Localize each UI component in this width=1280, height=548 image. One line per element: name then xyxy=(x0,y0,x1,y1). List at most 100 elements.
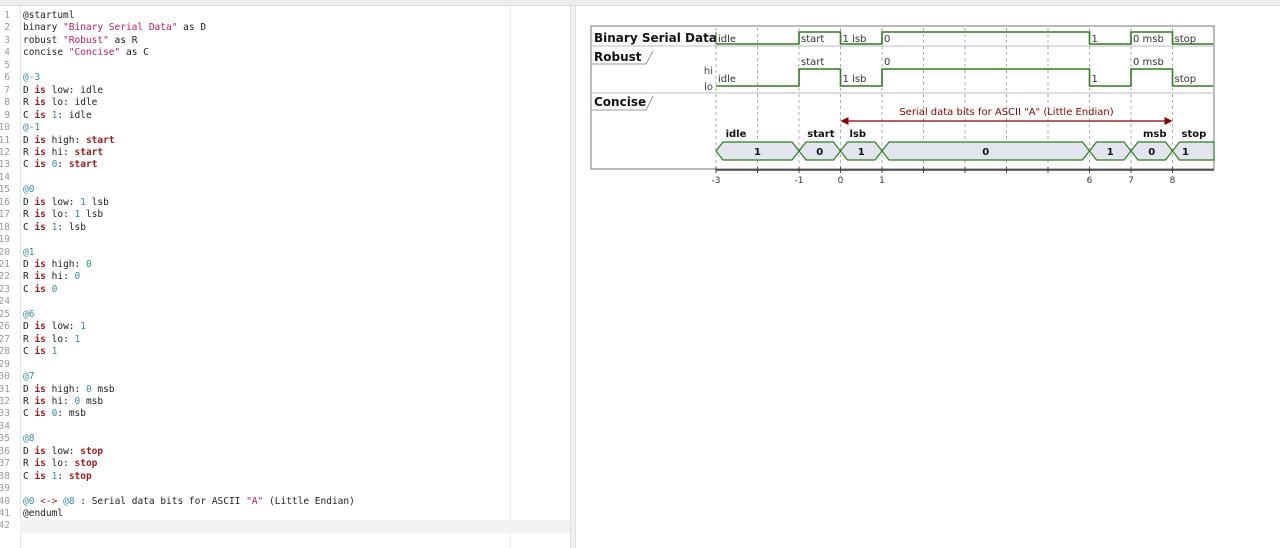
line-number: 1 xyxy=(4,10,10,21)
code-token: is xyxy=(34,321,46,333)
concise-value-text: 1 xyxy=(1107,147,1114,158)
line-number: 32 xyxy=(0,395,10,407)
code-line[interactable]: @0 xyxy=(23,184,34,196)
code-token: C xyxy=(23,159,35,171)
code-line[interactable]: C is 0 xyxy=(23,284,57,296)
code-token: 1 xyxy=(51,109,58,121)
code-token: is xyxy=(34,333,46,345)
code-token: R xyxy=(23,458,35,470)
code-token: is xyxy=(34,84,46,96)
code-token: @7 xyxy=(23,371,35,383)
binary-segment-label: 0 xyxy=(884,34,890,45)
line-number: 14 xyxy=(0,171,10,183)
code-line[interactable]: D is low: idle xyxy=(23,85,103,97)
code-token: stop xyxy=(68,470,92,482)
code-token: @-3 xyxy=(23,72,41,84)
code-token: 1 xyxy=(74,333,81,345)
code-token: "Binary Serial Data" xyxy=(63,22,178,34)
code-line[interactable]: D is high: 0 msb xyxy=(23,384,115,396)
code-line[interactable]: @6 xyxy=(23,309,34,321)
line-number: 24 xyxy=(0,296,10,308)
line-number: 41 xyxy=(0,508,10,519)
code-line[interactable]: C is 1: stop xyxy=(23,471,92,483)
binary-segment-label: start xyxy=(801,34,824,45)
code-line[interactable]: C is 1: idle xyxy=(23,110,92,122)
code-token: @0 xyxy=(23,184,35,196)
robust-segment-label: start xyxy=(801,57,824,68)
code-line[interactable]: @7 xyxy=(23,371,34,383)
robust-signal-waveform xyxy=(716,68,1214,87)
code-line[interactable]: R is lo: idle xyxy=(23,97,97,109)
line-number: 21 xyxy=(0,259,10,270)
diagram-frame xyxy=(590,25,1215,170)
code-token: 1 xyxy=(74,209,81,221)
code-line[interactable]: R is lo: 1 xyxy=(23,334,80,346)
code-token: @-1 xyxy=(23,122,41,134)
code-line[interactable]: R is hi: 0 xyxy=(23,271,80,283)
code-line[interactable]: R is lo: stop xyxy=(23,458,97,470)
pane-splitter[interactable] xyxy=(570,6,576,548)
code-line[interactable]: C is 0: start xyxy=(23,159,97,171)
code-line[interactable]: C is 0: msb xyxy=(23,408,86,420)
code-line[interactable]: robust "Robust" as R xyxy=(23,35,137,47)
code-token: is xyxy=(34,283,46,295)
code-line[interactable]: C is 1: lsb xyxy=(23,222,86,234)
code-token: R xyxy=(23,395,35,407)
code-token: is xyxy=(34,159,46,171)
binary-segment-label: 0 msb xyxy=(1133,34,1164,45)
code-line[interactable]: D is low: stop xyxy=(23,446,103,458)
line-number: 22 xyxy=(0,271,10,283)
code-line[interactable]: @0 <-> @8 : Serial data bits for ASCII "… xyxy=(23,496,355,508)
code-token: is xyxy=(34,196,46,208)
code-token: 0 xyxy=(85,259,92,270)
concise-state-label: msb xyxy=(1143,129,1167,140)
line-number: 4 xyxy=(4,47,10,59)
line-number: 8 xyxy=(4,97,10,109)
code-line[interactable]: @-3 xyxy=(23,72,40,84)
code-line[interactable]: C is 1 xyxy=(23,346,57,358)
concise-value-text: 1 xyxy=(754,147,761,158)
code-line[interactable]: D is high: 0 xyxy=(23,259,92,271)
code-token: : xyxy=(57,159,69,171)
code-line[interactable]: D is high: start xyxy=(23,135,115,147)
code-token: is xyxy=(34,458,46,470)
code-token: as C xyxy=(120,47,149,59)
code-token: lo: xyxy=(45,209,75,221)
code-token: lo: idle xyxy=(45,97,98,109)
code-line[interactable]: @startuml xyxy=(23,10,74,22)
code-line[interactable]: R is hi: start xyxy=(23,147,103,159)
code-token: @8 xyxy=(63,495,75,507)
binary-signal-waveform xyxy=(716,31,1214,45)
code-line[interactable]: concise "Concise" as C xyxy=(23,47,149,59)
code-token: 1 xyxy=(80,196,86,208)
code-line[interactable]: @8 xyxy=(23,433,34,445)
code-line[interactable]: D is low: 1 lsb xyxy=(23,197,109,209)
code-token: is xyxy=(34,259,46,270)
code-line[interactable]: @enduml xyxy=(23,508,63,520)
code-token: : msb xyxy=(57,408,86,420)
code-line[interactable]: @-1 xyxy=(23,122,40,134)
code-token: low: xyxy=(45,196,81,208)
concise-value-box xyxy=(1171,141,1215,161)
code-token: is xyxy=(34,445,46,457)
code-token: @startuml xyxy=(23,10,75,21)
concise-lane-title: Concise xyxy=(594,95,646,109)
code-token: binary xyxy=(23,22,64,34)
margin-guide xyxy=(510,6,511,548)
code-token: stop xyxy=(80,445,104,457)
code-line[interactable]: binary "Binary Serial Data" as D xyxy=(23,22,206,34)
line-number: 26 xyxy=(0,321,10,333)
code-line[interactable]: R is hi: 0 msb xyxy=(23,396,103,408)
code-line[interactable]: D is low: 1 xyxy=(23,321,86,333)
code-token: high: xyxy=(45,134,86,146)
code-line[interactable]: @1 xyxy=(23,247,34,259)
code-line[interactable]: R is lo: 1 lsb xyxy=(23,209,103,221)
code-token: 0 xyxy=(74,271,81,283)
code-token: R xyxy=(23,271,35,283)
concise-state-label: stop xyxy=(1182,129,1207,140)
annotation-arrowhead-left xyxy=(840,117,849,125)
code-token: C xyxy=(23,109,35,121)
